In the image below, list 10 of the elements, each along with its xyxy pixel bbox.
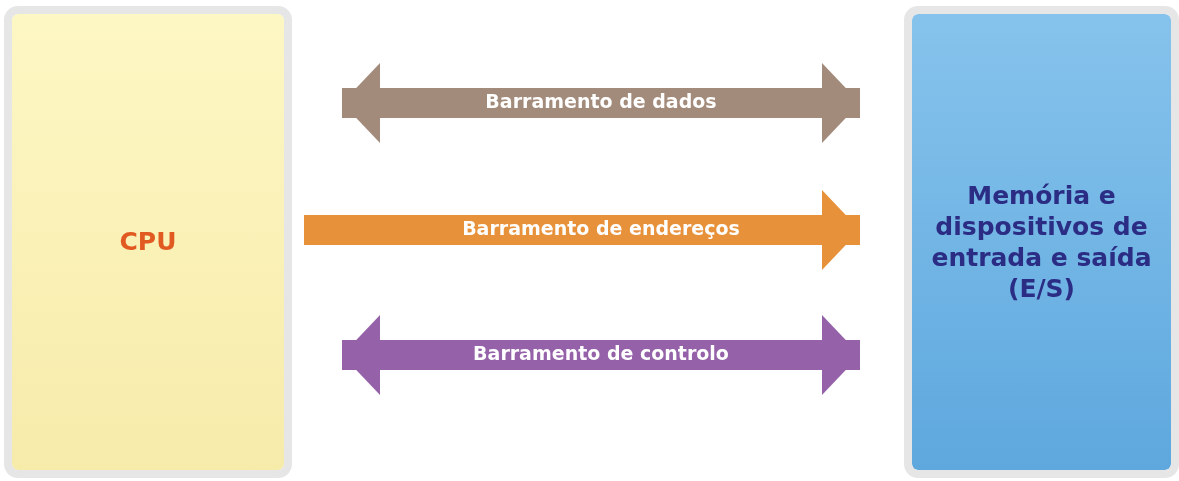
edge-label: Barramento de controlo (473, 342, 729, 364)
edge-label: Barramento de endereços (462, 217, 740, 239)
bus-arrow (342, 315, 860, 395)
box-label: Memória e dispositivos de entrada e saída (E/S) (930, 179, 1153, 305)
memory-io-box (904, 6, 1179, 478)
edge-label: Barramento de dados (485, 90, 717, 112)
bus-arrow (342, 63, 860, 143)
cpu-box (4, 6, 292, 478)
box-label: CPU (119, 226, 177, 258)
bus-arrow (304, 190, 860, 270)
